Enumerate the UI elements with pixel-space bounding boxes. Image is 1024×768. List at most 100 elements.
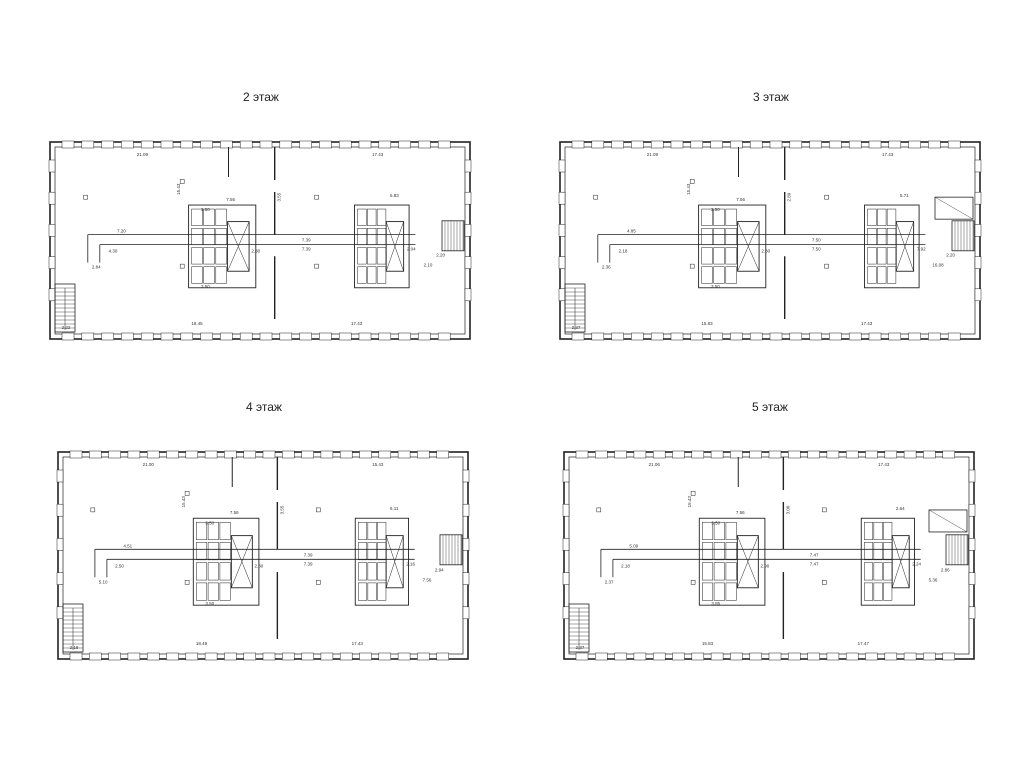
- dimension-label: 5.09: [629, 543, 638, 548]
- window-bottom: [243, 652, 256, 661]
- wc-cubicle: [367, 228, 377, 246]
- window-bottom: [358, 332, 372, 341]
- window-top: [730, 140, 743, 149]
- window-bottom: [259, 332, 273, 341]
- exterior-wall: [57, 451, 469, 660]
- window-top: [180, 140, 194, 149]
- core-block: [192, 517, 260, 606]
- dimension-label: 15.43: [686, 183, 691, 195]
- dimension-label: 7.92: [917, 247, 926, 252]
- window-top: [923, 450, 936, 459]
- window-top: [809, 140, 822, 149]
- core-block: [698, 204, 767, 289]
- window-bottom: [595, 652, 608, 661]
- core-block: [188, 204, 257, 289]
- window-bottom: [829, 332, 842, 341]
- window-bottom: [121, 332, 134, 341]
- wc-cubicle: [725, 562, 737, 581]
- wc-cubicle: [377, 562, 387, 581]
- window-top: [829, 140, 842, 149]
- room-mark: [822, 580, 827, 585]
- right-lobby: [928, 509, 968, 533]
- window-bottom: [631, 332, 644, 341]
- window-top: [81, 140, 95, 149]
- window-right: [462, 606, 470, 620]
- wc-cubicle: [725, 582, 737, 601]
- dimension-label: 2.64: [896, 506, 905, 511]
- wc-cubicle: [376, 228, 387, 246]
- wc-cubicle: [713, 266, 725, 284]
- window-left: [56, 469, 64, 483]
- wc-cubicle: [377, 521, 387, 540]
- window-bottom: [437, 332, 451, 341]
- window-left: [562, 503, 570, 517]
- window-bottom: [614, 652, 627, 661]
- window-bottom: [108, 652, 121, 661]
- window-top: [140, 140, 154, 149]
- dimension-label: 5.10: [99, 579, 108, 584]
- dimension-label: 21.06: [649, 462, 661, 467]
- window-top: [888, 140, 902, 149]
- window-bottom: [418, 332, 431, 341]
- dimension-label: 2.18: [70, 645, 79, 650]
- window-bottom: [200, 332, 213, 341]
- window-left: [56, 538, 64, 551]
- wc-cubicle: [702, 582, 714, 601]
- window-top: [166, 450, 179, 459]
- dimension-label: 2.10: [424, 263, 433, 268]
- lift-shaft: [385, 221, 405, 272]
- window-bottom: [807, 652, 820, 661]
- wc-cubicle: [701, 247, 713, 265]
- window-top: [262, 450, 276, 459]
- window-bottom: [908, 332, 921, 341]
- dimension-label: 18.45: [191, 321, 203, 326]
- window-top: [947, 140, 961, 149]
- window-top: [436, 450, 449, 459]
- wc-cubicle: [725, 521, 737, 540]
- window-top: [418, 140, 431, 149]
- window-left: [48, 191, 56, 205]
- wc-cubicle: [886, 247, 897, 265]
- wc-cubicle: [357, 208, 367, 226]
- window-bottom: [575, 652, 589, 661]
- wc-cubicle: [367, 521, 377, 540]
- window-bottom: [591, 332, 605, 341]
- dimension-label: 15.83: [702, 641, 714, 646]
- wc-cubicle: [873, 542, 883, 561]
- wc-cubicle: [215, 266, 227, 284]
- room-mark: [689, 263, 695, 269]
- room-mark: [90, 507, 96, 513]
- dimension-label: 15.43: [176, 183, 181, 195]
- window-top: [358, 140, 372, 149]
- window-top: [338, 140, 352, 149]
- lift-cross: [385, 535, 404, 588]
- wc-cubicle: [883, 521, 893, 540]
- window-bottom: [868, 332, 882, 341]
- window-right: [462, 572, 470, 585]
- dimension-label: 2.94: [435, 567, 444, 572]
- window-top: [670, 140, 684, 149]
- window-top: [788, 450, 801, 459]
- window-top: [160, 140, 174, 149]
- dimension-label: 7.47: [810, 552, 819, 557]
- window-top: [575, 450, 589, 459]
- dimension-label: 3.00: [785, 505, 790, 514]
- window-bottom: [789, 332, 803, 341]
- dimension-label: 3.50: [201, 207, 210, 212]
- window-bottom: [652, 652, 666, 661]
- lift-cross: [737, 221, 760, 272]
- wc-cubicle: [877, 266, 887, 284]
- window-bottom: [888, 332, 902, 341]
- window-right: [464, 288, 472, 302]
- room-mark: [179, 179, 185, 184]
- dimension-label: 3.55: [279, 505, 284, 514]
- room-mark: [314, 194, 319, 200]
- window-top: [437, 140, 451, 149]
- wc-cubicle: [864, 521, 874, 540]
- lift-cross: [895, 221, 914, 272]
- lift-cross: [227, 221, 250, 272]
- stair-right: [441, 220, 465, 252]
- window-top: [259, 140, 273, 149]
- window-bottom: [397, 652, 411, 661]
